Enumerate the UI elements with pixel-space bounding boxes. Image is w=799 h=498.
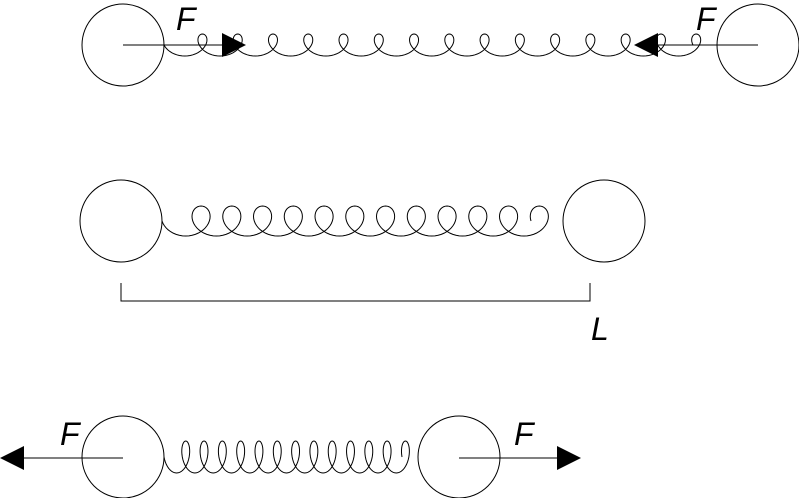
left-force-arrowhead — [222, 33, 246, 57]
compressed-spring — [163, 33, 702, 57]
right-force-arrowhead — [634, 33, 658, 57]
stretched-spring-system: F F — [0, 415, 581, 498]
force-label-left: F — [60, 416, 82, 452]
right-mass — [562, 179, 646, 263]
left-force-arrowhead — [0, 446, 24, 470]
right-force-arrowhead — [557, 446, 581, 470]
natural-spring-system: L — [79, 179, 646, 347]
force-label-left: F — [176, 1, 198, 37]
natural-spring — [161, 205, 549, 237]
left-mass — [81, 415, 165, 498]
force-label-right: F — [514, 416, 536, 452]
length-label: L — [591, 311, 609, 347]
left-mass — [79, 179, 163, 263]
compressed-spring-system: F F — [81, 1, 799, 87]
length-bracket — [120, 283, 591, 302]
force-label-right: F — [696, 1, 718, 37]
stretched-spring — [163, 440, 410, 474]
right-mass — [417, 415, 501, 498]
